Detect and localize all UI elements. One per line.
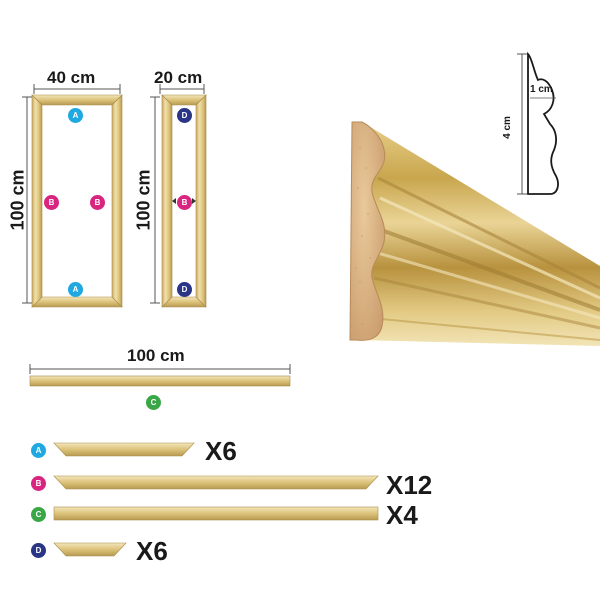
piece-b-quantity: X12: [386, 470, 433, 500]
wood-molding-closeup-icon: [349, 121, 600, 346]
small-frame-badge-middle: B: [177, 195, 192, 210]
piece-b-drawing: [53, 475, 379, 490]
piece-c-quantity: X4: [386, 500, 418, 530]
large-frame-width-dimension-line: [33, 84, 121, 94]
straight-piece-length-label: 100 cm: [127, 346, 185, 365]
small-frame-drawing: [161, 94, 207, 308]
small-frame-badge-top: D: [177, 108, 192, 123]
molding-profile-outline-icon: [517, 51, 559, 195]
piece-d-badge: D: [31, 543, 46, 558]
large-frame-badge-left: B: [44, 195, 59, 210]
piece-a-badge: A: [31, 443, 46, 458]
large-frame-badge-bottom: A: [68, 282, 83, 297]
large-frame-width-label: 40 cm: [47, 68, 96, 87]
straight-piece-badge: C: [146, 395, 161, 410]
piece-c-drawing: [53, 506, 379, 521]
straight-piece-drawing: [29, 375, 291, 387]
small-frame-width-label: 20 cm: [154, 68, 203, 87]
small-frame-badge-bottom: D: [177, 282, 192, 297]
straight-piece-dimension-line: [29, 364, 291, 374]
large-frame-badge-right: B: [90, 195, 105, 210]
small-frame-width-dimension-line: [159, 84, 205, 94]
small-frame-height-dimension-line: [150, 96, 160, 304]
piece-d-quantity: X6: [136, 536, 168, 566]
large-frame-height-dimension-line: [22, 96, 32, 304]
large-frame-drawing: [31, 94, 123, 308]
piece-c-badge: C: [31, 507, 46, 522]
large-frame-height-label: 100 cm: [7, 169, 28, 231]
small-frame-height-label: 100 cm: [133, 169, 154, 231]
profile-width-label: 1 cm: [530, 84, 553, 95]
large-frame-badge-top: A: [68, 108, 83, 123]
piece-b-badge: B: [31, 476, 46, 491]
piece-d-drawing: [53, 542, 127, 557]
piece-a-drawing: [53, 442, 195, 457]
piece-a-quantity: X6: [205, 436, 237, 466]
